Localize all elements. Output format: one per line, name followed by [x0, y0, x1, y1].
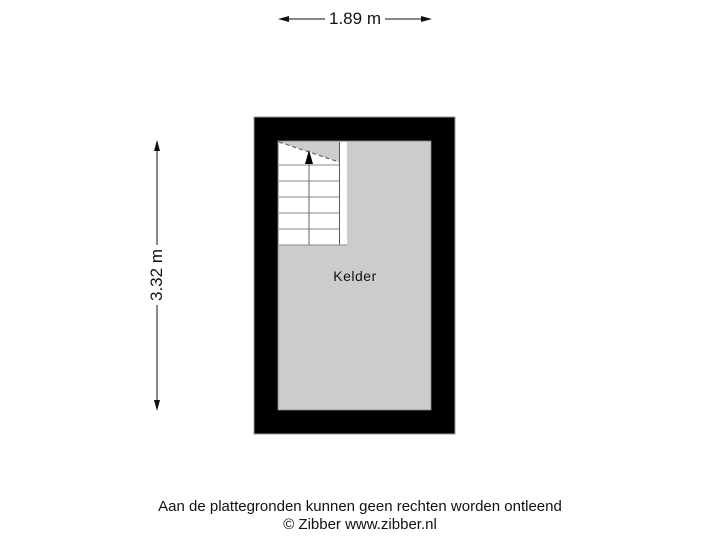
arrow-up-icon [154, 140, 160, 151]
staircase [278, 141, 347, 246]
arrow-right-icon [421, 16, 432, 22]
footer-disclaimer: Aan de plattegronden kunnen geen rechten… [158, 498, 562, 515]
room-label-kelder: Kelder [333, 268, 377, 284]
arrow-left-icon [278, 16, 289, 22]
width-dimension-label: 1.89 m [325, 9, 385, 29]
height-dimension-label: 3.32 m [147, 245, 167, 305]
stair-up-arrow-icon [305, 150, 313, 164]
arrow-down-icon [154, 400, 160, 411]
footer-copyright: © Zibber www.zibber.nl [283, 516, 437, 533]
